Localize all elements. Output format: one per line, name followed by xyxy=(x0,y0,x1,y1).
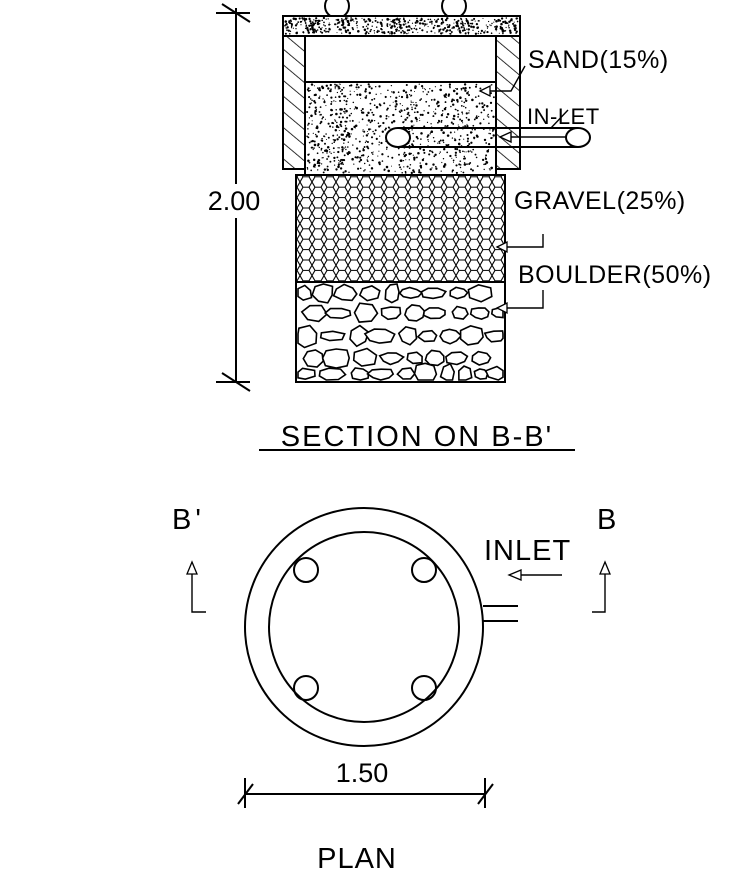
boulder-leader xyxy=(495,290,544,315)
plan-inlet-arrow xyxy=(507,569,562,581)
free-board-space xyxy=(304,35,497,83)
height-dimension-line xyxy=(216,3,251,392)
section-mark-right: B xyxy=(597,504,618,536)
diameter-dimension-text: 1.50 xyxy=(336,758,389,788)
gravel-label: GRAVEL(25%) xyxy=(514,187,686,215)
plan-title: PLAN xyxy=(317,843,397,875)
height-dimension-text: 2.00 xyxy=(208,186,261,216)
sand-leader xyxy=(478,65,526,98)
section-arrow-right xyxy=(592,560,611,613)
section-view: 2.00 xyxy=(208,0,712,453)
cover-slab-stipple xyxy=(284,16,519,35)
inlet-leader xyxy=(527,109,569,129)
inlet-label: IN-LET xyxy=(527,104,600,129)
gravel-layer xyxy=(295,174,506,283)
diameter-dimension-line xyxy=(237,778,494,808)
pit-inner-ring xyxy=(268,531,460,723)
boulder-stones xyxy=(297,283,504,381)
sand-label: SAND(15%) xyxy=(528,46,669,74)
plan-inlet-label: INLET xyxy=(484,535,571,567)
pit-outer-ring xyxy=(244,507,484,747)
plan-view: INLET B' B 1.50 PLAN xyxy=(172,504,618,875)
boulder-label: BOULDER(50%) xyxy=(518,261,712,289)
slab-hole-bottom-right xyxy=(411,675,437,701)
inlet-pipe xyxy=(385,127,591,148)
section-title: SECTION ON B-B' xyxy=(281,421,553,453)
slab-hole-top-right xyxy=(411,557,437,583)
section-arrow-left xyxy=(186,560,206,613)
section-mark-left: B' xyxy=(172,504,205,536)
gravel-leader xyxy=(495,234,544,254)
slab-hole-top-left xyxy=(293,557,319,583)
left-wall xyxy=(282,35,306,170)
slab-hole-bottom-left xyxy=(293,675,319,701)
right-wall xyxy=(495,35,521,170)
